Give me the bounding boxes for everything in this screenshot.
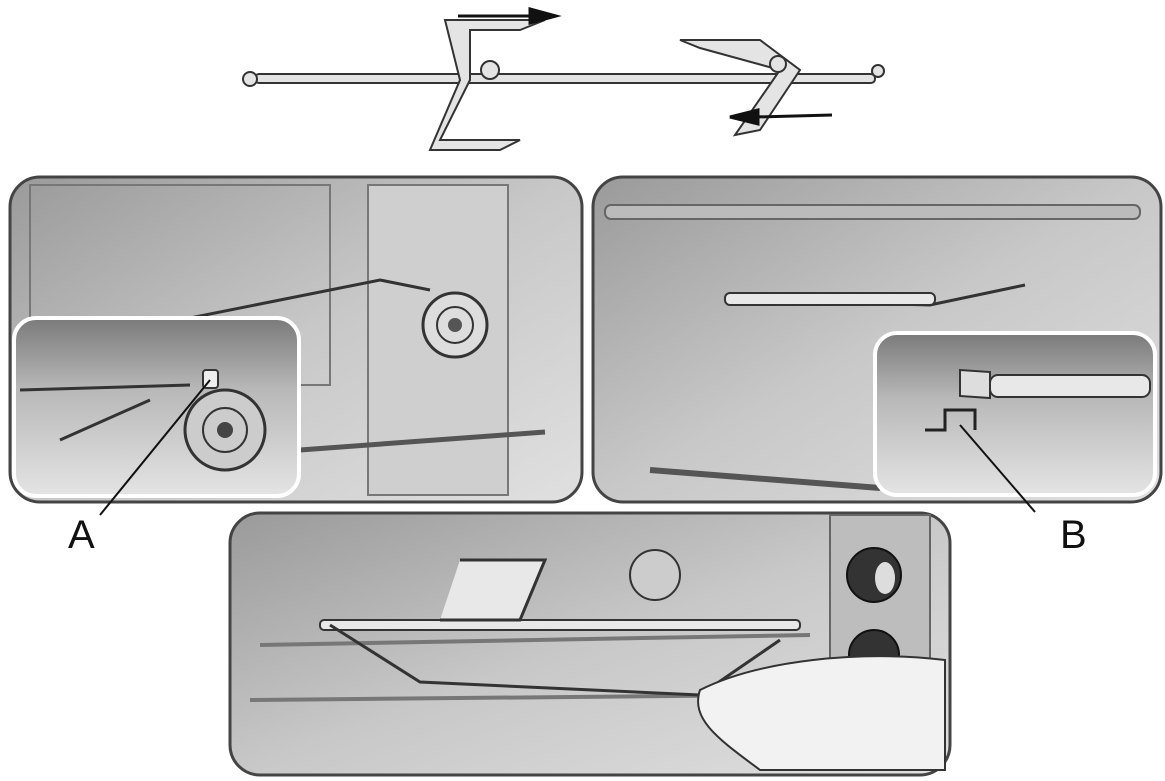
oven-panel-bottom xyxy=(228,511,952,777)
callout-label-a: A xyxy=(68,513,95,557)
spit-illustration xyxy=(242,19,885,151)
hand-illustration xyxy=(697,655,946,771)
callout-label-b: B xyxy=(1060,513,1087,557)
oven-panel-right xyxy=(591,175,1163,504)
callout-line-a xyxy=(99,379,211,516)
direction-arrows xyxy=(458,7,833,126)
oven-panel-left xyxy=(8,175,584,504)
callout-line-b xyxy=(959,424,1036,513)
detail-inset-b xyxy=(873,331,1157,497)
